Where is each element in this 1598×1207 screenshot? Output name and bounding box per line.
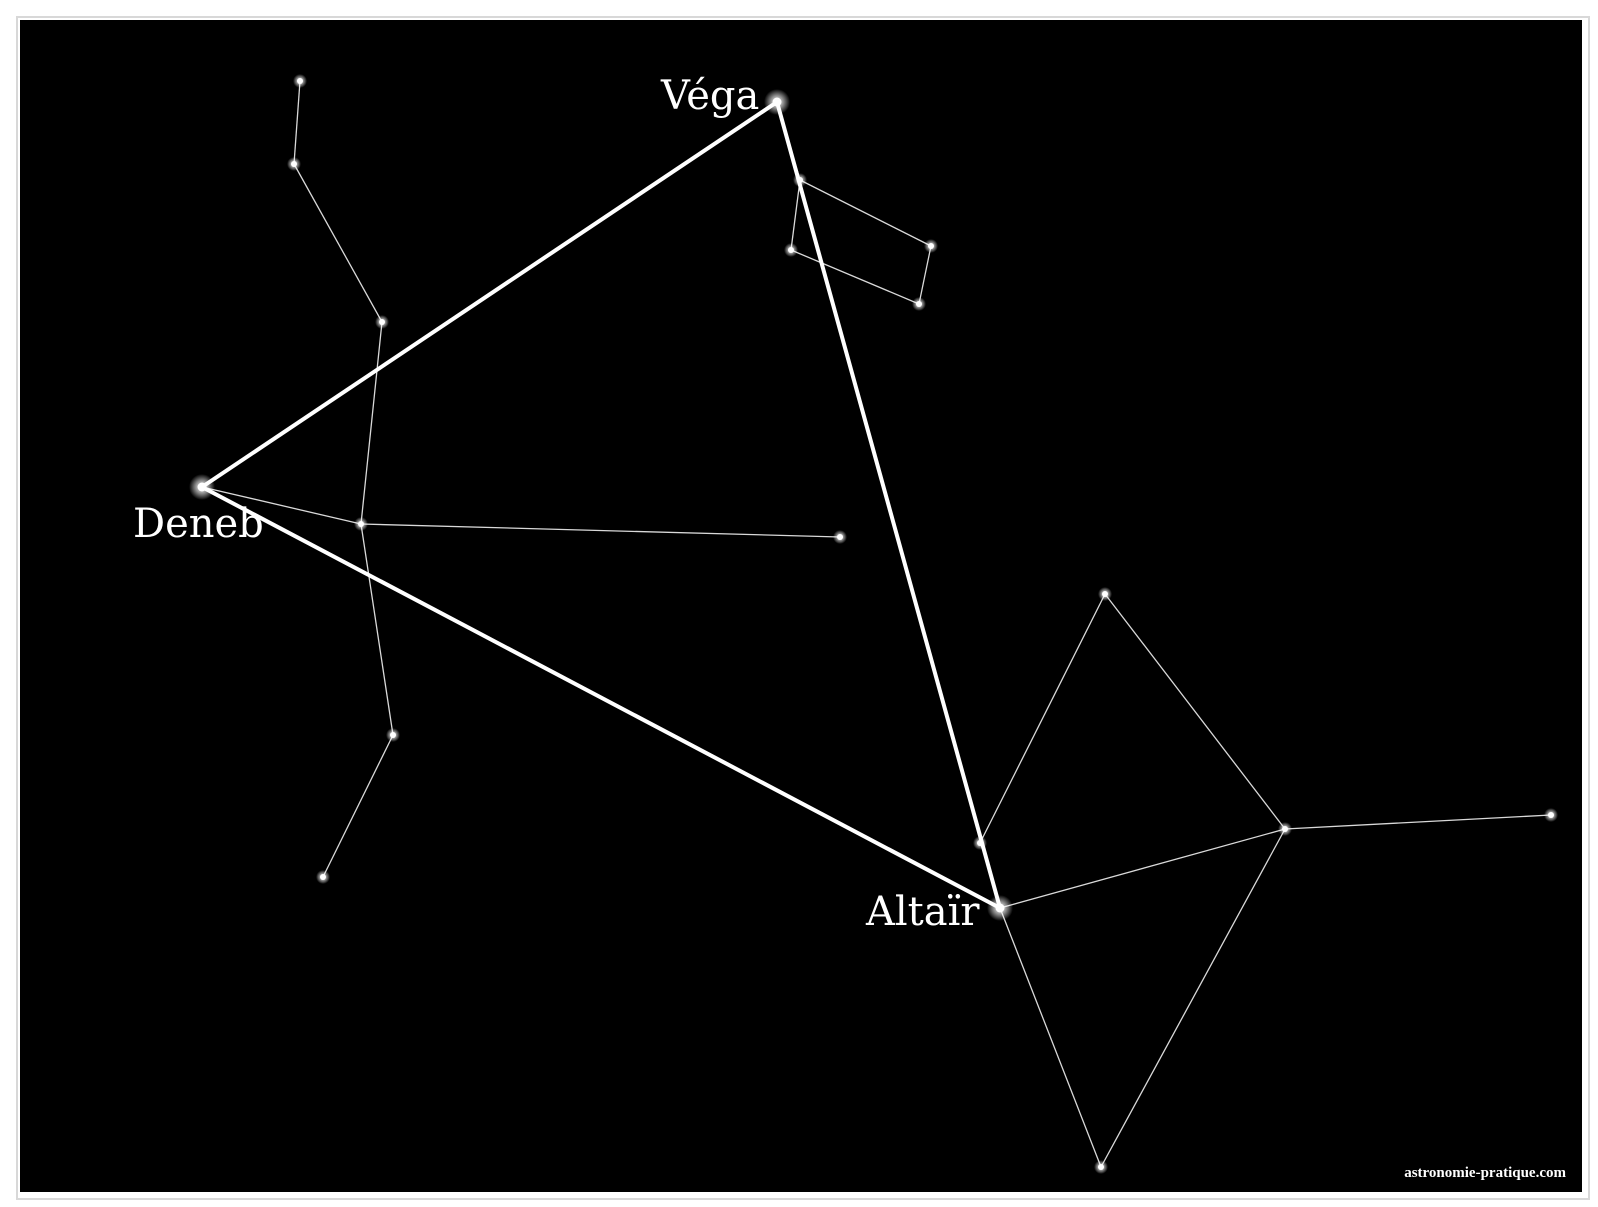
star-cygnus-center	[354, 517, 368, 531]
label-deneb: Deneb	[133, 501, 264, 547]
star-aquila-2	[1098, 587, 1112, 601]
star-cygnus-tip	[316, 870, 330, 884]
star-cygnus-sadr	[375, 315, 389, 329]
star-lyra-2	[924, 239, 938, 253]
star-aquila-1	[973, 836, 987, 850]
label-altair: Altaïr	[865, 889, 980, 935]
star-deneb	[189, 474, 215, 500]
star-vega	[764, 89, 790, 115]
star-aquila-5	[1094, 1160, 1108, 1174]
star-altair	[987, 895, 1013, 921]
cygnus-lines	[202, 81, 840, 877]
star-aquila-3	[1278, 822, 1292, 836]
star-lyra-3	[912, 297, 926, 311]
star-lyra-1	[793, 173, 807, 187]
star-cygnus-2	[287, 157, 301, 171]
star-aquila-4	[1544, 808, 1558, 822]
lyra-lines	[777, 102, 931, 304]
star-albireo	[833, 530, 847, 544]
credit-text: astronomie-pratique.com	[1404, 1165, 1566, 1181]
star-lyra-4	[784, 243, 798, 257]
star-cygnus-1	[293, 74, 307, 88]
summer-triangle	[202, 102, 1000, 908]
aquila-lines	[980, 594, 1551, 1167]
star-cygnus-wing	[386, 728, 400, 742]
label-vega: Véga	[660, 73, 759, 119]
